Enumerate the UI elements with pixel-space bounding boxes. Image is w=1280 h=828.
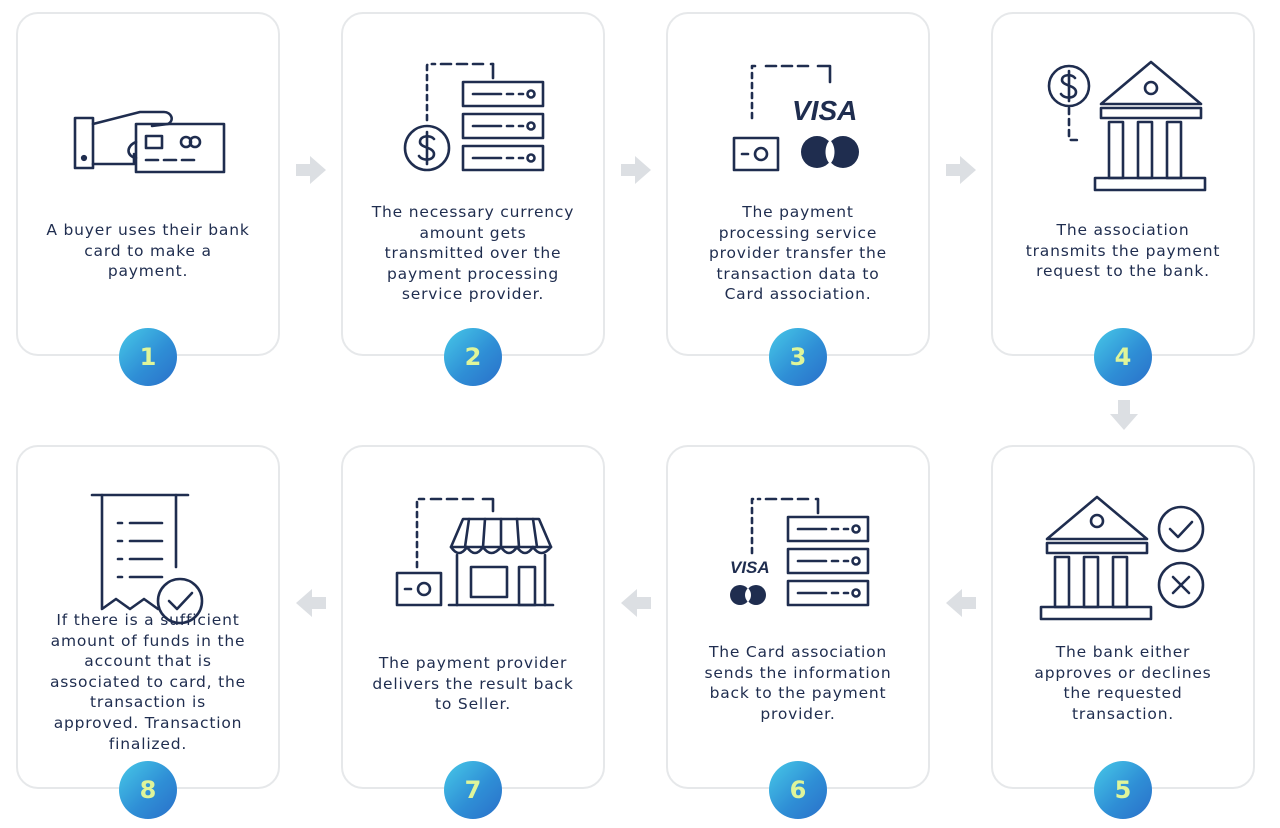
- step-card-6: VISA The Card association sends the info…: [666, 445, 930, 789]
- arrow-left-icon: [619, 587, 653, 619]
- step-badge-7: 7: [444, 761, 502, 819]
- step-badge-5: 5: [1094, 761, 1152, 819]
- step-badge-2: 2: [444, 328, 502, 386]
- step-card-3: VISA The payment processing service prov…: [666, 12, 930, 356]
- visa-server-icon: VISA: [668, 475, 928, 635]
- arrow-right-icon: [294, 154, 328, 186]
- step-5-text: The bank either approves or declines the…: [1034, 643, 1212, 723]
- receipt-check-icon: [18, 475, 278, 635]
- dollar-bank-icon: [993, 42, 1253, 202]
- step-2-text: The necessary currency amount gets trans…: [371, 203, 575, 304]
- step-badge-8: 8: [119, 761, 177, 819]
- step-7-text: The payment provider delivers the result…: [372, 654, 574, 714]
- step-badge-1: 1: [119, 328, 177, 386]
- step-badge-3: 3: [769, 328, 827, 386]
- step-card-7: The payment provider delivers the result…: [341, 445, 605, 789]
- step-8-text: If there is a sufficient amount of funds…: [50, 611, 246, 753]
- card-visa-mastercard-icon: VISA: [668, 42, 928, 202]
- arrow-right-icon: [944, 154, 978, 186]
- arrow-down-icon: [1108, 398, 1140, 432]
- step-card-4: The association transmits the payment re…: [991, 12, 1255, 356]
- arrow-left-icon: [944, 587, 978, 619]
- step-badge-6: 6: [769, 761, 827, 819]
- visa-logo-text: VISA: [792, 95, 857, 126]
- step-card-1: A buyer uses their bank card to make a p…: [16, 12, 280, 356]
- step-badge-4: 4: [1094, 328, 1152, 386]
- card-to-store-icon: [343, 475, 603, 635]
- step-3-text: The payment processing service provider …: [709, 203, 887, 304]
- step-card-8: If there is a sufficient amount of funds…: [16, 445, 280, 789]
- dollar-server-icon: [343, 42, 603, 202]
- hand-holding-card-icon: [18, 42, 278, 202]
- arrow-right-icon: [619, 154, 653, 186]
- bank-approve-decline-icon: [993, 475, 1253, 635]
- visa-logo-text: VISA: [730, 558, 770, 577]
- arrow-left-icon: [294, 587, 328, 619]
- step-card-5: The bank either approves or declines the…: [991, 445, 1255, 789]
- step-4-text: The association transmits the payment re…: [1025, 221, 1221, 281]
- step-6-text: The Card association sends the informati…: [704, 643, 892, 723]
- step-1-text: A buyer uses their bank card to make a p…: [46, 221, 250, 281]
- step-card-2: The necessary currency amount gets trans…: [341, 12, 605, 356]
